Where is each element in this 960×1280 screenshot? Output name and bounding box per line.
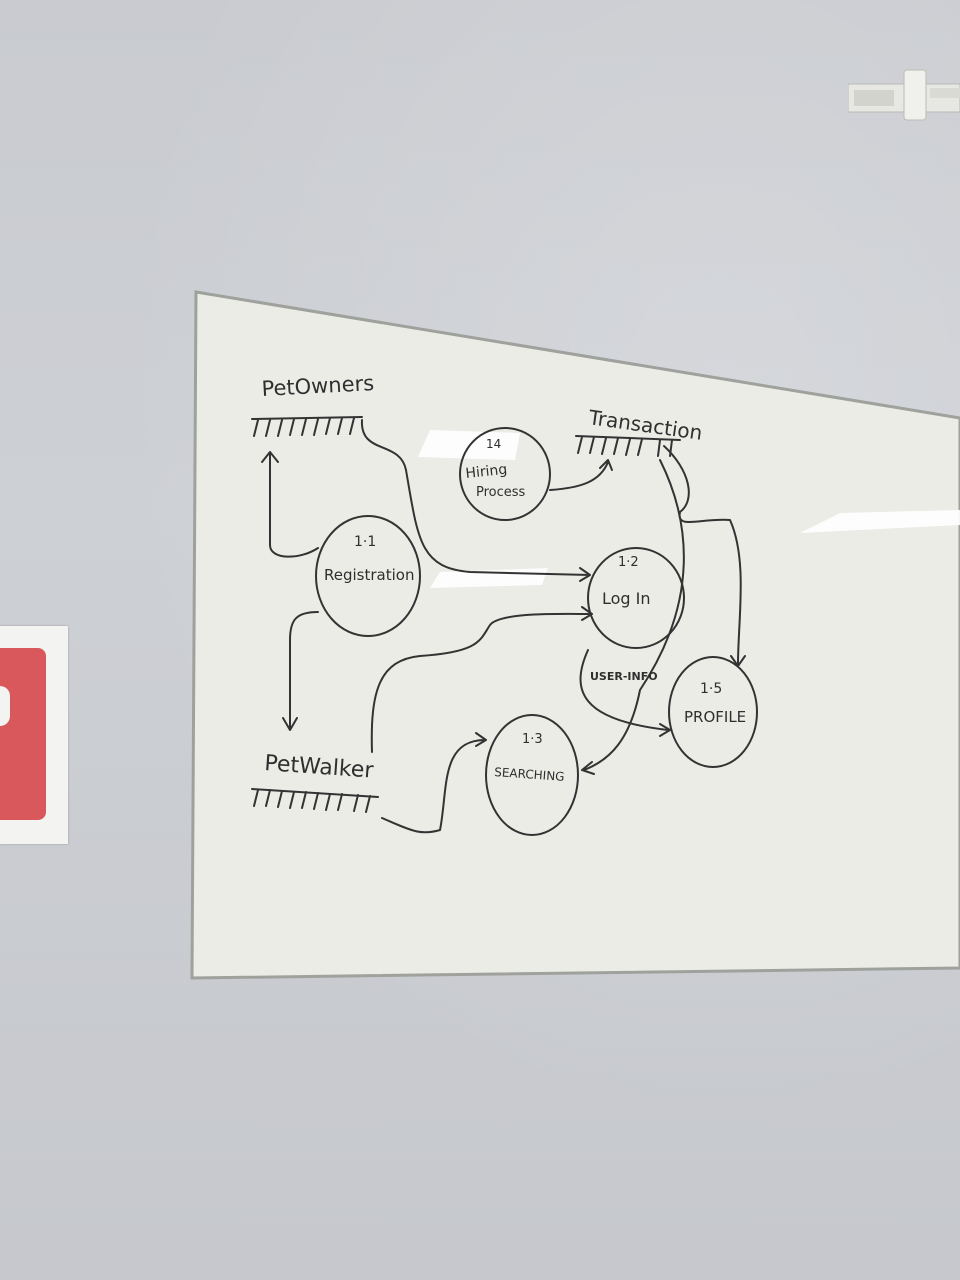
hiring-number: 14 <box>486 437 501 451</box>
flow-registration-to-petowners <box>261 451 319 558</box>
petowners-store-symbol <box>251 416 363 437</box>
registration-number: 1·1 <box>354 534 376 550</box>
searching-label: SEARCHING <box>494 765 565 784</box>
transaction-store-symbol <box>575 435 681 457</box>
poster-graphic <box>0 648 46 820</box>
flow-registration-to-petwalker <box>282 611 319 731</box>
login-process-circle <box>587 547 685 649</box>
flow-transaction-to-searching <box>581 459 685 775</box>
user-info-flow-label: USER-INFO <box>590 670 658 683</box>
searching-number: 1·3 <box>522 732 543 747</box>
hiring-process-circle <box>459 427 551 521</box>
login-label: Log In <box>602 589 651 608</box>
flow-petwalker-to-login <box>370 606 593 753</box>
flow-transaction-to-profile <box>663 445 746 667</box>
glare-3 <box>800 510 960 533</box>
flow-petowners-to-login <box>360 419 591 582</box>
registration-label: Registration <box>324 566 414 584</box>
registration-process-circle <box>315 515 421 637</box>
profile-number: 1·5 <box>700 681 722 697</box>
petwalker-store-symbol <box>251 788 379 813</box>
wall-poster <box>0 626 68 844</box>
profile-process-circle <box>668 656 758 768</box>
login-number: 1·2 <box>618 555 639 570</box>
whiteboard-surface <box>190 290 960 980</box>
flow-hiring-to-transaction <box>549 459 613 491</box>
hiring-label-line1: Hiring <box>465 462 508 482</box>
flow-login-to-profile <box>579 649 671 737</box>
searching-process-circle <box>485 714 579 836</box>
hiring-label-line2: Process <box>476 485 526 500</box>
profile-label: PROFILE <box>684 708 746 726</box>
light-fixture <box>848 69 960 121</box>
petowners-store-label: PetOwners <box>261 371 375 401</box>
poster-notch <box>0 686 10 726</box>
flow-petwalker-to-searching <box>381 732 487 834</box>
